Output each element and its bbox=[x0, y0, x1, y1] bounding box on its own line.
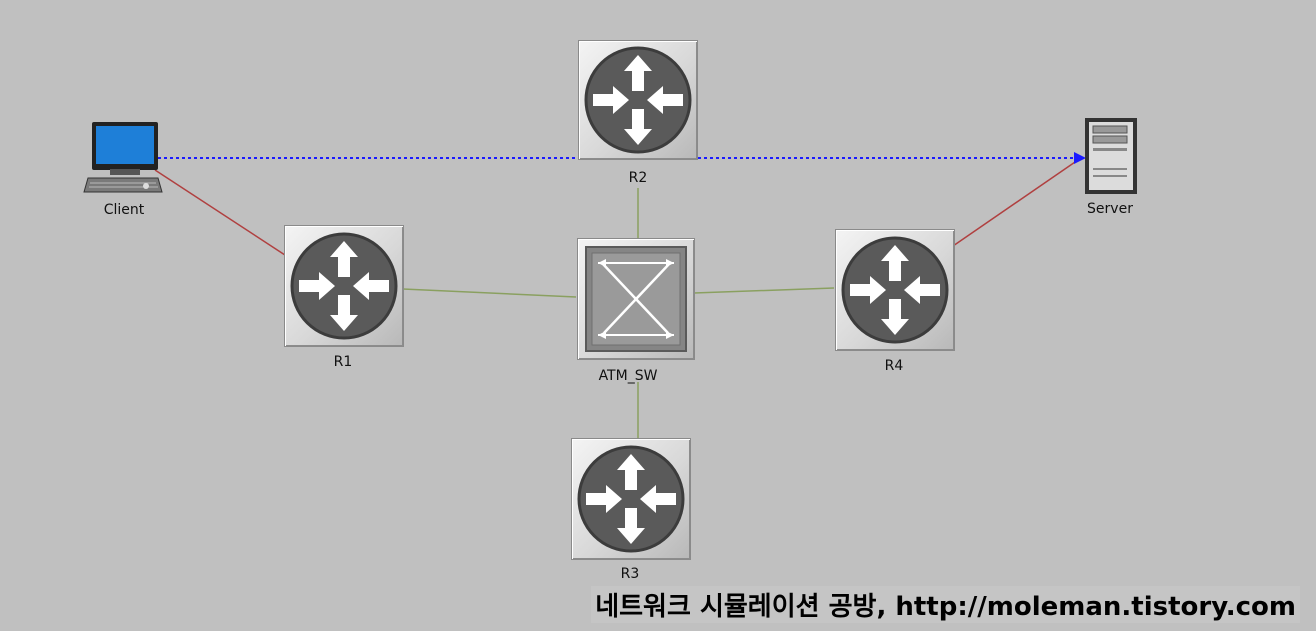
link-atm-sw-r4[interactable] bbox=[693, 287, 835, 294]
router-r2[interactable] bbox=[578, 40, 698, 160]
router-r3-label: R3 bbox=[620, 566, 640, 582]
atm-switch-label: ATM_SW bbox=[598, 368, 658, 384]
link-client-r1[interactable] bbox=[154, 169, 289, 258]
router-r1[interactable] bbox=[284, 225, 404, 347]
router-r3[interactable] bbox=[571, 438, 691, 560]
router-icon bbox=[577, 445, 685, 553]
router-icon bbox=[841, 236, 949, 344]
router-r4[interactable] bbox=[835, 229, 955, 351]
server-icon bbox=[1085, 118, 1137, 194]
link-r1-atm-sw[interactable] bbox=[402, 288, 577, 298]
router-r4-label: R4 bbox=[884, 358, 904, 374]
client-label: Client bbox=[103, 202, 145, 218]
router-icon bbox=[584, 46, 692, 154]
client-node[interactable] bbox=[83, 122, 163, 193]
watermark-text: 네트워크 시뮬레이션 공방, http://moleman.tistory.co… bbox=[591, 586, 1300, 623]
router-icon bbox=[290, 232, 398, 340]
atm-switch[interactable] bbox=[577, 238, 695, 360]
router-r2-label: R2 bbox=[628, 170, 648, 186]
links-layer bbox=[154, 159, 1079, 438]
server-label: Server bbox=[1087, 201, 1133, 217]
pc-icon bbox=[83, 122, 163, 193]
link-r4-server[interactable] bbox=[952, 159, 1079, 247]
atm-switch-icon bbox=[585, 246, 687, 352]
server-node[interactable] bbox=[1085, 118, 1137, 194]
router-r1-label: R1 bbox=[333, 354, 353, 370]
